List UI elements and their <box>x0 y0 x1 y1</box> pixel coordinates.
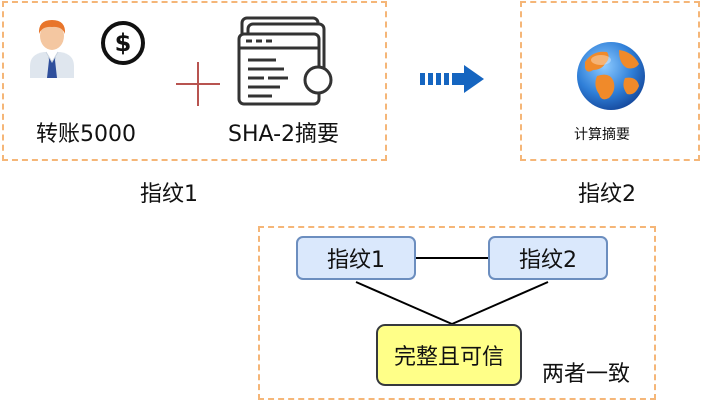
result-label: 完整且可信 <box>393 345 504 370</box>
fingerprint1-caption: 指纹1 <box>140 182 198 207</box>
transfer-label: 转账5000 <box>36 122 136 147</box>
svg-text:$: $ <box>115 29 132 57</box>
fingerprint1-node: 指纹1 <box>296 236 416 280</box>
fingerprint1-node-label: 指纹1 <box>327 248 385 273</box>
agreement-label: 两者一致 <box>542 362 631 387</box>
plus-icon <box>176 62 220 106</box>
document-window-icon <box>237 16 333 106</box>
dashed-arrow-icon <box>420 65 484 93</box>
verification-panel <box>258 226 656 400</box>
fingerprint2-caption: 指纹2 <box>578 182 636 207</box>
digest-label: SHA-2摘要 <box>228 122 340 147</box>
compute-panel <box>520 1 700 161</box>
fingerprint2-node: 指纹2 <box>488 236 608 280</box>
connector-lines <box>355 257 549 325</box>
person-icon <box>30 20 74 78</box>
transaction-panel <box>2 1 387 161</box>
fingerprint2-node-label: 指纹2 <box>519 248 577 273</box>
result-node: 完整且可信 <box>376 324 522 386</box>
compute-digest-label: 计算摘要 <box>574 127 630 143</box>
globe-icon <box>577 42 645 110</box>
dollar-icon: $ <box>101 21 145 65</box>
